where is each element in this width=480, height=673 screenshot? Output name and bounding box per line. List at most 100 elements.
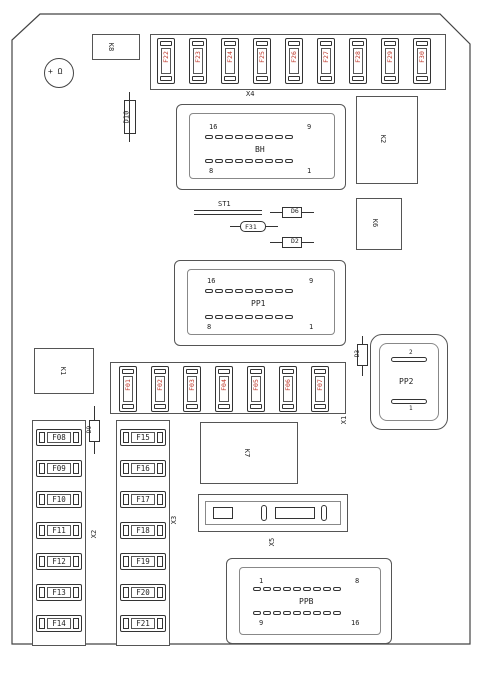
- pp1-housing: [187, 269, 335, 335]
- fuse-label: F08: [47, 432, 71, 443]
- fuse-label: F07: [316, 379, 324, 391]
- connector-pin: [255, 315, 263, 319]
- shunt-st1: [194, 210, 262, 215]
- connector-pin: [303, 611, 311, 615]
- connector-pin: [265, 315, 273, 319]
- connector-pin: [235, 159, 243, 163]
- x5-pin-c: [321, 505, 327, 521]
- fuse-f28: F28: [349, 38, 367, 84]
- fuse-f17: F17: [120, 491, 166, 508]
- connector-pin: [285, 289, 293, 293]
- connector-pin: [253, 611, 261, 615]
- connector-pin: [275, 159, 283, 163]
- relay-k8: K8: [92, 34, 140, 60]
- fuse-f01: F01: [119, 366, 137, 412]
- fuse-label: F16: [131, 463, 155, 474]
- pp1-pin1-label: 1: [309, 323, 314, 331]
- diode-d2: [282, 237, 302, 248]
- connector-pin: [283, 611, 291, 615]
- top-fuse-strip: F22 F23 F24 F25 F26 F27 F28 F29 F30: [150, 34, 446, 90]
- ppb-pins-top: [253, 587, 341, 591]
- fuse-f29: F29: [381, 38, 399, 84]
- connector-pin: [285, 315, 293, 319]
- ppb-pins-bottom: [253, 611, 341, 615]
- fuse-f13: F13: [36, 584, 82, 601]
- fuse-f24: F24: [221, 38, 239, 84]
- diode-d9: [89, 420, 100, 442]
- fuse-label: F23: [194, 51, 202, 63]
- pp2-housing: [379, 343, 439, 421]
- pp2-pin-2: [391, 357, 427, 362]
- ppb-pin16-label: 16: [351, 619, 360, 627]
- fuse-label: F18: [131, 525, 155, 536]
- fuse-label: F30: [418, 51, 426, 63]
- fuse-f20: F20: [120, 584, 166, 601]
- connector-pin: [225, 135, 233, 139]
- connector-pin: [225, 289, 233, 293]
- fuse-label: F05: [252, 379, 260, 391]
- fuse-f02: F02: [151, 366, 169, 412]
- connector-pin: [255, 159, 263, 163]
- connector-pin: [215, 135, 223, 139]
- connector-pin: [293, 587, 301, 591]
- fuse-label: F26: [290, 51, 298, 63]
- fuse-f23: F23: [189, 38, 207, 84]
- bh-label: BH: [255, 145, 265, 154]
- bh-pins-bottom: [205, 159, 293, 163]
- connector-pin: [333, 587, 341, 591]
- k7-label: K7: [243, 448, 252, 458]
- connector-pin: [225, 159, 233, 163]
- x5-pin-block: [213, 507, 233, 519]
- pp2-pin2-label: 2: [409, 349, 413, 356]
- fuse-f19: F19: [120, 553, 166, 570]
- fuse-label: F14: [47, 618, 71, 629]
- fuse-f26: F26: [285, 38, 303, 84]
- relay-k2: K2: [356, 96, 418, 184]
- k8-label: K8: [107, 42, 116, 52]
- fuse-f07: F07: [311, 366, 329, 412]
- diode-d6: [282, 207, 302, 218]
- connector-pin: [215, 315, 223, 319]
- fuse-label: F28: [354, 51, 362, 63]
- connector-pin: [263, 611, 271, 615]
- pp1-pins-top: [205, 289, 293, 293]
- fuse-f25: F25: [253, 38, 271, 84]
- connector-pin: [225, 315, 233, 319]
- fuse-label: F20: [131, 587, 155, 598]
- ppb-housing: [239, 567, 381, 635]
- x3-label: X3: [170, 515, 179, 525]
- connector-pp1: 16 9 8 1 PP1: [174, 260, 346, 346]
- connector-pin: [235, 135, 243, 139]
- fuse-label: F06: [284, 379, 292, 391]
- pp1-label: PP1: [251, 299, 266, 308]
- bh-pins-top: [205, 135, 293, 139]
- fuse-label: F13: [47, 587, 71, 598]
- fuse-f18: F18: [120, 522, 166, 539]
- connector-pin: [245, 289, 253, 293]
- bh-pin16-label: 16: [209, 123, 218, 131]
- connector-pin: [273, 611, 281, 615]
- connector-x5: [198, 494, 348, 532]
- fuse-label: F09: [47, 463, 71, 474]
- x1-label: X1: [340, 415, 349, 425]
- fuse-f30: F30: [413, 38, 431, 84]
- connector-pin: [245, 159, 253, 163]
- fuse-f27: F27: [317, 38, 335, 84]
- fuse-label: F22: [162, 51, 170, 63]
- connector-pin: [245, 135, 253, 139]
- diode-d10: [124, 100, 136, 134]
- fuse-f31: F31: [240, 221, 266, 232]
- fuse-label: F27: [322, 51, 330, 63]
- ppb-label: PPB: [299, 597, 314, 606]
- f31-label: F31: [245, 223, 257, 231]
- connector-pin: [235, 289, 243, 293]
- fuse-f09: F09: [36, 460, 82, 477]
- fuse-label: F24: [226, 51, 234, 63]
- fuse-label: F17: [131, 494, 155, 505]
- connector-pin: [285, 135, 293, 139]
- bh-housing: [189, 113, 335, 179]
- x2-label: X2: [90, 529, 99, 539]
- k2-label: K2: [379, 134, 388, 144]
- connector-pin: [205, 289, 213, 293]
